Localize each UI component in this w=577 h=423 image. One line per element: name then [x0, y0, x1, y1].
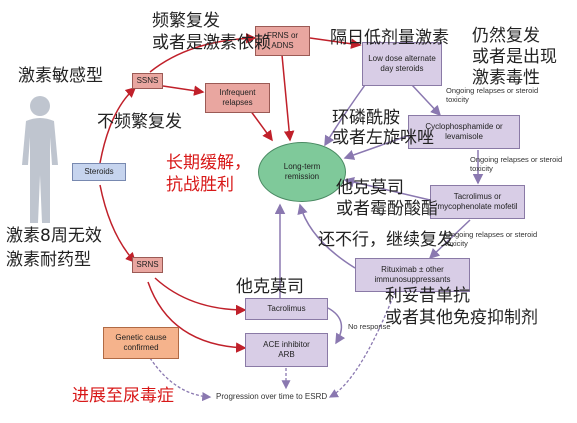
tacrolimus-node: Tacrolimus	[245, 298, 328, 320]
frns-node: FRNS or ADNS	[255, 26, 310, 56]
arrow-rituximab-esrd	[328, 291, 396, 398]
arrow-rituximab-remission	[297, 203, 356, 269]
arrow-srns-ace	[147, 281, 247, 353]
genetic-node: Genetic cause confirmed	[103, 327, 179, 359]
arrow-frns-lowdose	[309, 37, 362, 49]
arrow-frns-remission	[281, 54, 295, 142]
ssns-node: SSNS	[132, 73, 163, 89]
arrow-steroids-ssns	[99, 87, 137, 164]
infrequent-node: Infrequent relapses	[205, 83, 270, 113]
srns-label: SRNS	[136, 260, 159, 269]
person-silhouette-icon	[22, 96, 58, 223]
arrow-genetic-esrd	[149, 357, 212, 402]
sensitive-annotation: 激素敏感型	[18, 66, 103, 86]
remission-node: Long-term remission	[258, 142, 346, 202]
relapse-label-3: Ongoing relapses or steroid toxicity	[445, 230, 538, 248]
low-dose-label: Low dose alternate day steroids	[368, 54, 436, 73]
arrow-ssns-frns	[149, 33, 257, 73]
rituximab-node: Rituximab ± other immunosuppressants	[355, 258, 470, 292]
remission-label: Long-term remission	[283, 162, 321, 181]
steroids-node: Steroids	[72, 163, 126, 181]
tacrolimus-annotation: 他克莫司	[236, 277, 304, 297]
arrow-ssns-infrequent	[162, 85, 205, 96]
ace-node: ACE inhibitor ARB	[245, 333, 328, 367]
srns-node: SRNS	[132, 257, 163, 273]
tacrolimus-label: Tacrolimus	[267, 304, 306, 313]
infrequent-label: Infrequent relapses	[219, 88, 256, 107]
cyclo-annotation: 环磷酰胺 或者左旋咪唑	[332, 108, 434, 148]
frns-label: FRNS or ADNS	[266, 31, 299, 50]
arrow-srns-tacrolimus	[154, 277, 247, 316]
frequent-annotation: 频繁复发 或者是激素依赖	[152, 11, 271, 53]
arrow-tacro-rituximab	[428, 219, 471, 260]
arrow-tacrolimus-ace	[327, 307, 346, 345]
arrow-tacro-remission	[343, 176, 431, 201]
resistant-annotation: 激素8周无效 激素耐药型	[6, 226, 102, 270]
cyclo-node: Cyclophosphamide or levamisole	[408, 115, 520, 149]
toxicity-annotation: 仍然复发 或者是出现 激素毒性	[472, 26, 557, 88]
arrow-lowdose-cyclo	[411, 84, 442, 117]
arrow-infrequent-remission	[249, 109, 273, 142]
arrow-steroids-srns	[99, 184, 137, 264]
esrd-label: Progression over time to ESRD	[216, 392, 328, 401]
relapse-label-2: Ongoing relapses or steroid toxicity	[470, 155, 563, 173]
ssns-label: SSNS	[136, 76, 159, 85]
remission-annotation: 长期缓解， 抗战胜利	[166, 153, 251, 195]
low-dose-annotation: 隔日低剂量激素	[330, 28, 449, 48]
tacro-mmf-annotation: 他克莫司 或者霉酚酸酯	[336, 178, 438, 219]
steroids-label: Steroids	[84, 167, 114, 176]
tacro-mmf-node: Tacrolimus or mycophenolate mofetil	[430, 185, 525, 219]
arrow-lowdose-remission	[324, 84, 366, 147]
cyclo-label: Cyclophosphamide or levamisole	[425, 122, 503, 141]
no-response-label: No response	[348, 322, 391, 331]
infrequent-annotation: 不频繁复发	[97, 112, 182, 132]
esrd-annotation: 进展至尿毒症	[72, 386, 174, 406]
genetic-label: Genetic cause confirmed	[115, 333, 167, 352]
continue-annotation: 还不行，继续复发	[318, 230, 454, 250]
arrow-cyclo-remission	[343, 134, 411, 160]
low-dose-node: Low dose alternate day steroids	[362, 42, 442, 86]
relapse-label-1: Ongoing relapses or steroid toxicity	[446, 86, 539, 104]
rituximab-label: Rituximab ± other immunosuppressants	[374, 265, 451, 284]
tacro-mmf-label: Tacrolimus or mycophenolate mofetil	[437, 192, 518, 211]
rituximab-annotation: 利妥昔单抗 或者其他免疫抑制剂	[385, 286, 538, 328]
ace-label: ACE inhibitor ARB	[263, 340, 310, 359]
